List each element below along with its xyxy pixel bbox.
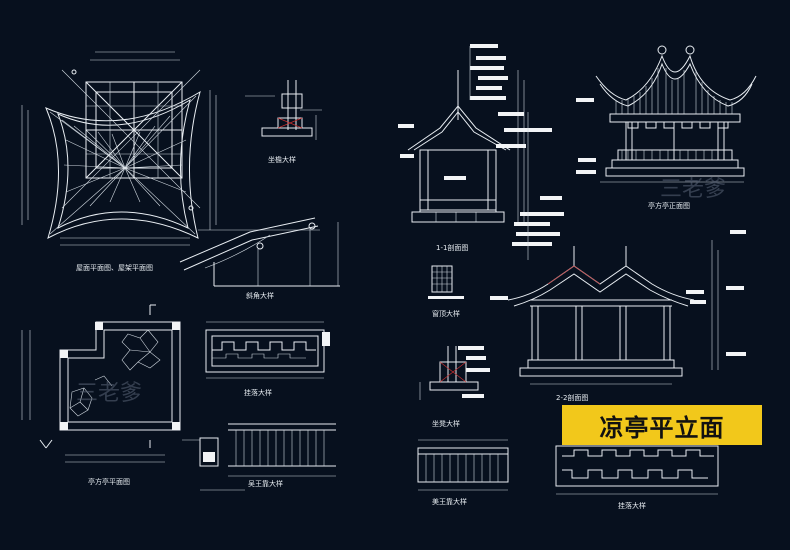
caption-section-1: 1-1剖面图 — [436, 243, 468, 252]
column-base-detail-drawing — [419, 346, 490, 400]
caption-elevation: 亭方亭正面图 — [648, 201, 690, 210]
caption-lattice-detail: 窗顶大样 — [432, 309, 460, 318]
caption-railing-detail: 挂落大样 — [244, 388, 272, 397]
floor-plan-drawing — [21, 304, 181, 463]
section-2-2-drawing — [490, 230, 746, 385]
caption-section-2: 2-2剖面图 — [556, 393, 588, 402]
title-banner-text: 凉亭平立面 — [599, 413, 725, 442]
pavilion-elevation-drawing — [576, 45, 757, 183]
caption-column-base: 坐凳大样 — [432, 419, 460, 428]
lattice-detail-drawing — [428, 265, 464, 299]
eave-detail-drawing — [245, 80, 322, 140]
roof-plan-drawing — [21, 51, 217, 246]
watermark-bottom-left: 三老爹 — [76, 381, 142, 406]
bench-front-drawing — [417, 439, 509, 491]
title-banner: 凉亭平立面 — [562, 405, 762, 445]
caption-ridge-detail: 斜角大样 — [246, 291, 274, 300]
caption-floor-plan: 亭方亭平面图 — [88, 477, 130, 486]
caption-roof-plan: 屋面平面图、屋架平面图 — [76, 264, 153, 272]
section-1-1-drawing — [398, 44, 564, 260]
caption-bench-front: 美王靠大样 — [432, 497, 467, 506]
bench-detail-drawing — [182, 423, 336, 491]
caption-bench-detail: 吴王靠大样 — [248, 479, 283, 488]
hanging-screen-drawing — [555, 445, 719, 495]
ridge-detail-drawing — [179, 217, 340, 287]
railing-detail-drawing — [205, 321, 330, 379]
caption-hanging-screen: 挂落大样 — [618, 501, 646, 510]
watermark-top-right: 三老爹 — [660, 177, 726, 202]
caption-eave-detail: 坐檐大样 — [268, 155, 296, 164]
